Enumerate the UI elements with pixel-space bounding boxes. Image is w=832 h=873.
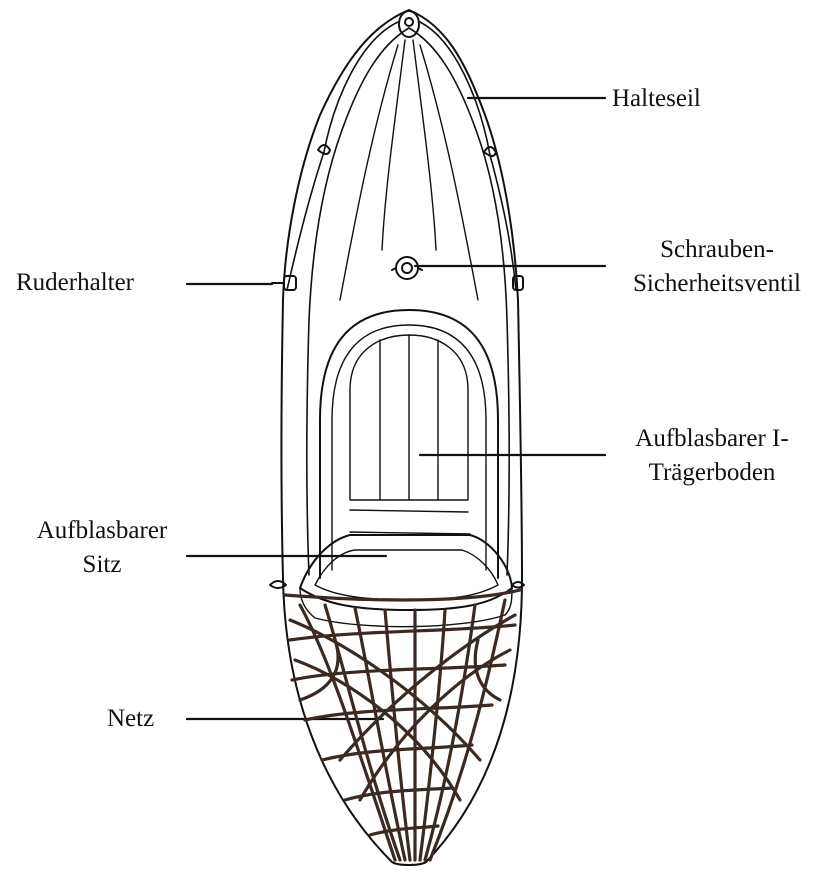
deck-lines (340, 40, 478, 300)
inflatable-seat-text-line2: Sitz (12, 548, 192, 582)
ruderhalter-text: Ruderhalter (16, 266, 134, 300)
inflatable-seat-text-line1: Aufblasbarer (12, 514, 192, 548)
leader-lines (187, 98, 605, 719)
cargo-net (285, 590, 520, 860)
safety-valve-text-line1: Schrauben- (612, 233, 822, 267)
label-ruderhalter: Ruderhalter (16, 266, 134, 300)
bow-cap (399, 11, 419, 37)
label-halteseil: Halteseil (612, 82, 701, 116)
netz-text: Netz (107, 702, 154, 736)
label-safety-valve: Schrauben- Sicherheitsventil (612, 233, 822, 301)
i-beam-floor-text-line2: Trägerboden (612, 456, 812, 490)
i-beam-floor (350, 335, 468, 500)
i-beam-floor-text-line1: Aufblasbarer I- (612, 422, 812, 456)
safety-valve-text-line2: Sicherheitsventil (612, 267, 822, 301)
label-inflatable-seat: Aufblasbarer Sitz (12, 514, 192, 582)
halteseil-text: Halteseil (612, 82, 701, 116)
label-i-beam-floor: Aufblasbarer I- Trägerboden (612, 422, 812, 490)
safety-valve-icon (392, 257, 422, 279)
label-netz: Netz (107, 702, 154, 736)
oar-holder (272, 276, 523, 290)
